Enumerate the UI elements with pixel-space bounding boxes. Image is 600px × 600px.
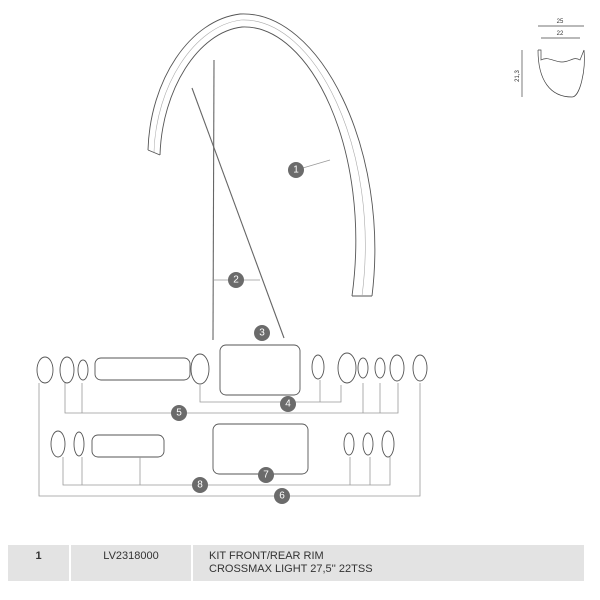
parts-table: 1 LV2318000 KIT FRONT/REAR RIM CROSSMAX … <box>8 545 584 581</box>
rim-outer-width: 25 <box>557 19 564 25</box>
exploded-wheel-diagram: 25 22 21,3 1 2 3 4 5 6 7 8 <box>36 13 585 504</box>
svg-text:4: 4 <box>285 399 291 410</box>
callout-1: 1 <box>288 162 304 178</box>
part-description: KIT FRONT/REAR RIM CROSSMAX LIGHT 27,5''… <box>193 545 584 581</box>
callout-7: 7 <box>258 467 274 483</box>
svg-text:2: 2 <box>233 275 239 286</box>
svg-text:5: 5 <box>176 408 182 419</box>
svg-text:7: 7 <box>263 470 269 481</box>
callout-4: 4 <box>280 396 296 412</box>
callout-2: 2 <box>228 272 244 288</box>
svg-text:1: 1 <box>293 165 299 176</box>
callouts: 1 2 3 4 5 6 7 8 <box>171 162 304 504</box>
part-ref: 1 <box>8 545 71 581</box>
description-line-1: KIT FRONT/REAR RIM <box>209 550 324 562</box>
svg-text:3: 3 <box>259 328 265 339</box>
rim-inner-width: 22 <box>557 31 564 37</box>
rim-height: 21,3 <box>515 70 521 82</box>
callout-5: 5 <box>171 405 187 421</box>
part-code: LV2318000 <box>71 545 193 581</box>
rim-profile-drawing: 25 22 21,3 <box>515 19 585 98</box>
callout-8: 8 <box>192 477 208 493</box>
description-line-2: CROSSMAX LIGHT 27,5'' 22TSS <box>209 563 373 575</box>
spokes <box>191 59 285 341</box>
rim-drawing <box>147 13 376 297</box>
callout-6: 6 <box>274 488 290 504</box>
callout-3: 3 <box>254 325 270 341</box>
svg-text:6: 6 <box>279 491 285 502</box>
svg-text:8: 8 <box>197 480 203 491</box>
hub-parts <box>36 344 428 475</box>
